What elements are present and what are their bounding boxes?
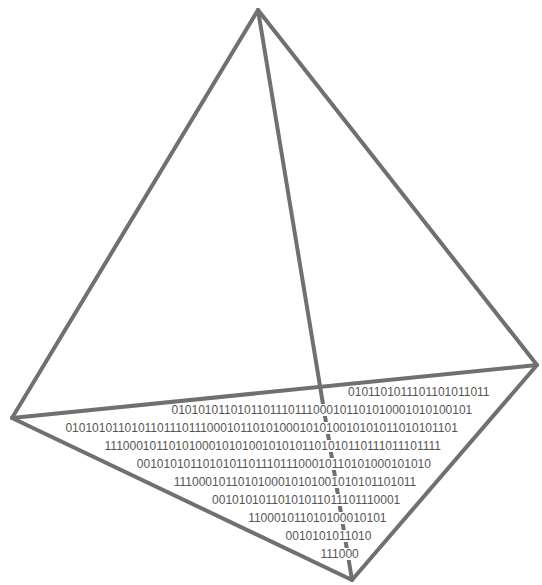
binary-row: 0010101011010	[285, 530, 373, 542]
binary-row: 0101101011101101011011	[347, 386, 490, 398]
binary-row: 111000	[319, 548, 359, 560]
binary-row: 0101010110101101110111000101101010001010…	[64, 422, 458, 434]
binary-row: 110001011010100010101	[247, 512, 387, 524]
edge-line	[12, 10, 258, 418]
edge-line	[12, 365, 537, 418]
binary-row: 0010101011010101101110111000101101010001…	[136, 458, 432, 470]
edge-line	[258, 10, 537, 365]
binary-row: 1110001011010100010101001010101101011	[173, 476, 417, 488]
binary-row: 00101010110101011011101110001	[211, 494, 401, 506]
binary-row: 0101010110101101110111000101101010001010…	[171, 404, 474, 416]
binary-row: 1110001011010100010101001010101101010110…	[104, 440, 442, 452]
